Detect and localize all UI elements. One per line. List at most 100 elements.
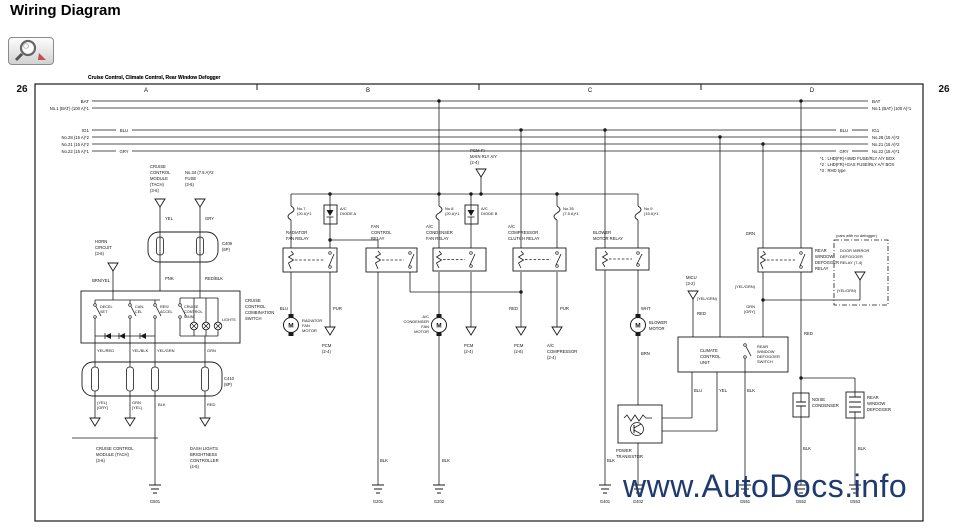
- svg-text:No.8: No.8: [445, 206, 454, 211]
- svg-text:BRIGHTNESS: BRIGHTNESS: [190, 452, 217, 457]
- svg-text:CRUISE: CRUISE: [150, 164, 166, 169]
- svg-text:ACCEL: ACCEL: [160, 310, 173, 314]
- motor-symbol: [283, 317, 299, 333]
- svg-text:GRY: GRY: [205, 216, 214, 221]
- svg-text:CEL: CEL: [135, 310, 142, 314]
- svg-text:CONDENSER: CONDENSER: [812, 403, 839, 408]
- wire-junction: [799, 376, 803, 380]
- svg-text:PCM: PCM: [464, 343, 474, 348]
- svg-text:FAN: FAN: [302, 323, 310, 328]
- svg-text:(4-6): (4-6): [190, 464, 199, 469]
- svg-text:Cruise Control, Climate Contro: Cruise Control, Climate Control, Rear Wi…: [88, 75, 221, 81]
- connector-pin: [91, 366, 99, 392]
- svg-text:GRY: GRY: [120, 149, 129, 154]
- svg-text:A/C: A/C: [481, 206, 488, 211]
- svg-text:PCM: PCM: [322, 343, 332, 348]
- svg-text:DEFOGGER: DEFOGGER: [867, 407, 891, 412]
- svg-text:*3 : RHD type: *3 : RHD type: [820, 168, 846, 173]
- svg-text:RED/BLK: RED/BLK: [205, 276, 223, 281]
- fuse-symbol: [435, 205, 443, 221]
- connector-triangle: [194, 198, 206, 208]
- connector-triangle: [551, 326, 563, 336]
- svg-text:CONTROLLER: CONTROLLER: [190, 458, 219, 463]
- connector-outline: [147, 231, 219, 263]
- svg-text:BLK: BLK: [442, 458, 450, 463]
- svg-text:CONTROL: CONTROL: [184, 310, 203, 314]
- svg-text:YEL/BLK: YEL/BLK: [132, 348, 149, 353]
- svg-text:YEL/GRN: YEL/GRN: [157, 348, 175, 353]
- wire-junction: [799, 99, 803, 103]
- svg-text:MODULE (TACH): MODULE (TACH): [96, 452, 130, 457]
- svg-text:REAR: REAR: [815, 248, 827, 253]
- svg-text:(YEL/GRN): (YEL/GRN): [735, 284, 756, 289]
- svg-text:CONTROL: CONTROL: [371, 230, 392, 235]
- svg-text:CONTROL: CONTROL: [245, 304, 266, 309]
- svg-text:REAR: REAR: [867, 395, 879, 400]
- connector-pin: [126, 366, 134, 392]
- svg-text:(3-6): (3-6): [95, 251, 104, 256]
- svg-text:G402: G402: [633, 499, 644, 504]
- svg-text:RELAY: RELAY: [371, 236, 385, 241]
- svg-text:(20 A)*1: (20 A)*1: [445, 211, 460, 216]
- connector-triangle: [475, 168, 487, 178]
- svg-text:No.28 (15 A)*2: No.28 (15 A)*2: [872, 135, 900, 140]
- wire-junction: [437, 99, 441, 103]
- relay-box: [512, 247, 567, 272]
- svg-text:RED: RED: [697, 311, 706, 316]
- svg-text:No.22 (15 A)*1: No.22 (15 A)*1: [872, 149, 900, 154]
- svg-text:BLK: BLK: [158, 402, 166, 407]
- toolbar: [8, 37, 54, 65]
- svg-text:*1 : LHD(FR)+4WD FUSE/RLY A/Y: *1 : LHD(FR)+4WD FUSE/RLY A/Y BOX: [820, 156, 895, 161]
- svg-text:CONTROL: CONTROL: [150, 170, 171, 175]
- svg-text:POWER: POWER: [616, 448, 632, 453]
- wire-junction: [437, 192, 441, 196]
- svg-text:CRUISE: CRUISE: [245, 298, 261, 303]
- svg-text:TRANSISTOR: TRANSISTOR: [616, 454, 643, 459]
- connector-triangle: [124, 417, 136, 427]
- svg-text:No.28 (15 A)*2: No.28 (15 A)*2: [62, 135, 90, 140]
- svg-text:BRN: BRN: [641, 351, 650, 356]
- svg-text:RED: RED: [509, 306, 518, 311]
- relay-box: [757, 247, 813, 273]
- svg-text:G202: G202: [434, 499, 445, 504]
- svg-text:(cars with no defogger): (cars with no defogger): [836, 233, 878, 238]
- svg-text:(YEL/GRN): (YEL/GRN): [697, 296, 718, 301]
- zoom-tool-button[interactable]: [8, 37, 54, 65]
- fuse-symbol: [634, 205, 642, 221]
- svg-text:B: B: [366, 88, 370, 94]
- svg-text:MICU: MICU: [686, 275, 697, 280]
- svg-text:BLK: BLK: [858, 446, 866, 451]
- svg-text:COMPRESSOR: COMPRESSOR: [547, 349, 577, 354]
- svg-text:M: M: [635, 322, 640, 329]
- svg-text:(2-4): (2-4): [470, 160, 479, 165]
- svg-text:GRN: GRN: [207, 348, 216, 353]
- svg-text:BLOWER: BLOWER: [593, 230, 611, 235]
- svg-text:LIGHTS: LIGHTS: [222, 318, 236, 322]
- svg-text:DIODE A: DIODE A: [340, 211, 357, 216]
- svg-text:A/C: A/C: [340, 206, 347, 211]
- svg-text:MAIN: MAIN: [184, 315, 194, 319]
- connector-triangle: [324, 326, 336, 336]
- svg-text:PUR: PUR: [333, 306, 342, 311]
- svg-text:YEL/RED: YEL/RED: [97, 348, 114, 353]
- transistor-symbol: [630, 422, 644, 436]
- magnifier-icon: [14, 39, 46, 62]
- connector-triangle: [107, 262, 119, 272]
- component-boxes: [80, 231, 889, 444]
- svg-text:RADIATOR: RADIATOR: [286, 230, 307, 235]
- svg-text:RELAY: RELAY: [815, 266, 829, 271]
- svg-text:CONTROL: CONTROL: [700, 354, 721, 359]
- svg-text:M: M: [288, 322, 293, 329]
- connector-pin: [156, 236, 164, 256]
- svg-text:YEL: YEL: [165, 216, 174, 221]
- svg-text:No.7: No.7: [297, 206, 306, 211]
- svg-text:(7.5 A)*1: (7.5 A)*1: [563, 211, 579, 216]
- svg-text:GRN: GRN: [132, 400, 141, 405]
- wire-junction: [519, 128, 523, 132]
- svg-text:PNK: PNK: [165, 276, 174, 281]
- svg-text:MODULE: MODULE: [150, 176, 168, 181]
- svg-text:BLOWER: BLOWER: [649, 320, 667, 325]
